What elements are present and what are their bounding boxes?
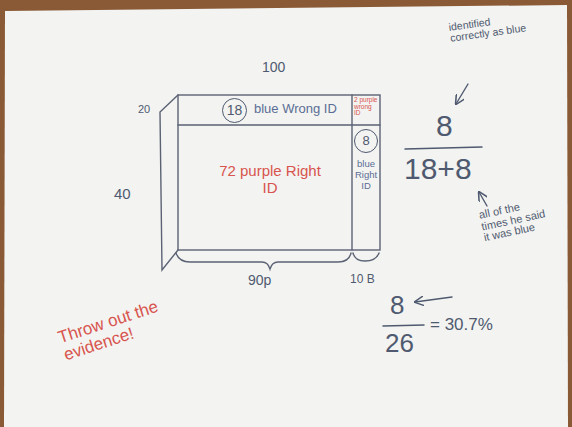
band-cell: blue Wrong ID 18 [178,95,352,125]
main-cell: 72 purple Right ID [178,125,352,250]
handwritten-note: = 30.7% [430,316,493,334]
fraction-bars [383,147,482,326]
pointer-arrows [415,84,487,302]
handwritten-note: all of the times he said it was blue [478,195,554,243]
handwritten-note: 8 [390,292,404,319]
handwritten-note: 100 [262,60,285,75]
handwritten-note: 20 [138,104,150,116]
circled-number: 18 [222,98,247,123]
handwritten-note: 26 [385,330,414,357]
handwritten-note: 40 [114,186,131,202]
circled-number: 18 [227,103,243,118]
cell-text: 72 purple Right ID [218,163,322,196]
area-box [160,95,380,270]
band-cell: blue Right ID 8 [352,125,380,250]
circled-number: 8 [354,129,378,153]
corner-cell: 2 purple wrong ID [352,95,380,125]
handwritten-note: 10 B [350,273,375,286]
handwritten-note: 8 [436,110,453,142]
handwritten-note: 90p [248,273,271,288]
handwritten-note: identified correctly as blue [448,11,528,44]
circled-number: 8 [362,134,369,148]
paper-sheet [4,5,568,427]
cell-text: blue Wrong ID [254,102,348,116]
cell-text: 2 purple wrong ID [354,97,379,117]
handwritten-note: 18+8 [404,153,472,185]
cell-text: blue Right ID [353,159,379,192]
handwritten-note: Throw out the evidence! [56,295,174,364]
